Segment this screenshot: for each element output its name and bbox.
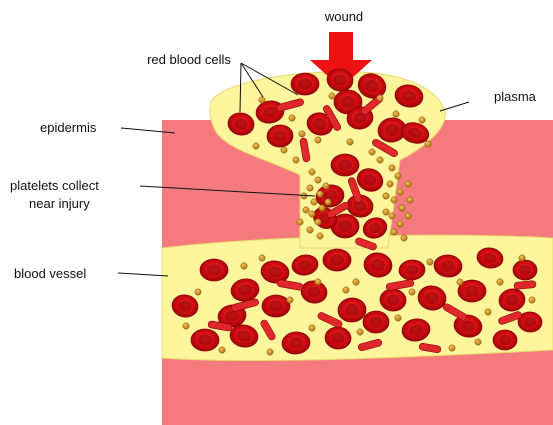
platelet — [259, 97, 265, 103]
platelet — [297, 219, 303, 225]
platelet — [369, 149, 375, 155]
platelet — [307, 227, 313, 233]
red-blood-cell — [513, 260, 537, 280]
red-blood-cell — [262, 295, 290, 317]
platelet — [195, 289, 201, 295]
platelet — [329, 93, 335, 99]
blood-vessel-label: blood vessel — [14, 266, 86, 281]
red-blood-cell — [291, 73, 319, 95]
platelet — [391, 229, 397, 235]
platelet — [259, 255, 265, 261]
leader-blood-vessel — [118, 273, 168, 276]
platelet — [389, 213, 395, 219]
platelet — [299, 131, 305, 137]
platelet — [357, 329, 363, 335]
platelet — [497, 279, 503, 285]
platelet — [401, 235, 407, 241]
platelet — [387, 181, 393, 187]
platelet — [293, 157, 299, 163]
platelet — [457, 279, 463, 285]
platelet — [353, 279, 359, 285]
platelet — [309, 211, 315, 217]
platelet — [325, 199, 331, 205]
platelet — [395, 173, 401, 179]
platelet — [303, 207, 309, 213]
platelet — [405, 181, 411, 187]
platelet — [393, 111, 399, 117]
platelet — [309, 325, 315, 331]
platelet — [281, 147, 287, 153]
platelet — [391, 197, 397, 203]
red-blood-cell — [200, 259, 228, 281]
platelet — [347, 139, 353, 145]
platelet — [383, 209, 389, 215]
platelet — [315, 279, 321, 285]
platelet — [425, 141, 431, 147]
platelet — [407, 197, 413, 203]
platelet — [253, 143, 259, 149]
wound-label: wound — [324, 9, 363, 24]
platelet — [397, 189, 403, 195]
red-blood-cell — [331, 154, 359, 176]
platelet — [315, 137, 321, 143]
platelet — [449, 345, 455, 351]
red-blood-cell-edge — [514, 281, 537, 290]
platelet — [315, 177, 321, 183]
epidermis-label: epidermis — [40, 120, 97, 135]
platelet — [397, 221, 403, 227]
platelet — [287, 297, 293, 303]
leader-plasma — [440, 102, 469, 111]
platelet — [395, 315, 401, 321]
platelet — [389, 165, 395, 171]
plasma-label: plasma — [494, 89, 537, 104]
platelet — [399, 205, 405, 211]
red-blood-cell — [363, 311, 389, 333]
platelets-label-line2: near injury — [29, 196, 90, 211]
platelet — [529, 297, 535, 303]
platelet — [427, 259, 433, 265]
platelet — [343, 287, 349, 293]
platelet — [311, 199, 317, 205]
platelet — [219, 347, 225, 353]
platelet — [419, 117, 425, 123]
platelet — [323, 183, 329, 189]
platelet — [317, 191, 323, 197]
platelet — [475, 339, 481, 345]
red-blood-cell — [493, 330, 517, 350]
platelet — [309, 169, 315, 175]
platelet — [317, 233, 323, 239]
platelet — [519, 255, 525, 261]
red-blood-cells-label: red blood cells — [147, 52, 231, 67]
platelet — [405, 213, 411, 219]
platelets-label-line1: platelets collect — [10, 178, 99, 193]
platelet — [289, 115, 295, 121]
platelet — [383, 193, 389, 199]
platelet — [485, 309, 491, 315]
platelet — [377, 95, 383, 101]
platelet — [315, 219, 321, 225]
red-blood-cell — [191, 329, 219, 351]
platelet — [409, 289, 415, 295]
platelet — [241, 263, 247, 269]
platelet — [267, 349, 273, 355]
platelet — [307, 185, 313, 191]
platelet — [319, 205, 325, 211]
platelet — [183, 323, 189, 329]
red-blood-cell — [323, 249, 351, 271]
platelet — [377, 157, 383, 163]
